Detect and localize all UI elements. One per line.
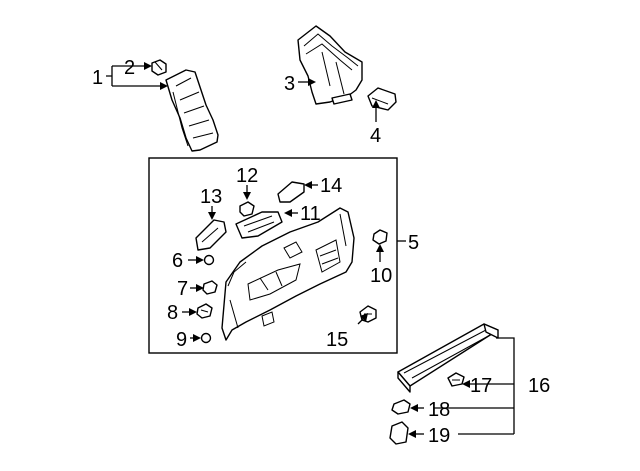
pillar-trim-part[interactable] bbox=[165, 69, 219, 152]
retainer-part-17[interactable] bbox=[447, 372, 465, 387]
clip-part-2[interactable] bbox=[151, 59, 167, 76]
callout-18: 18 bbox=[428, 399, 450, 421]
trim-piece-part-13[interactable] bbox=[195, 219, 227, 251]
callout-19: 19 bbox=[428, 425, 450, 447]
handle-part-11[interactable] bbox=[235, 211, 283, 239]
callout-15: 15 bbox=[326, 329, 348, 351]
callout-1: 1 bbox=[92, 67, 103, 89]
callout-5: 5 bbox=[408, 232, 419, 254]
plug-part-6[interactable] bbox=[203, 254, 215, 266]
bracket-part-4[interactable] bbox=[367, 87, 397, 111]
screw-part-8[interactable] bbox=[196, 303, 213, 319]
callout-9: 9 bbox=[176, 329, 187, 351]
plug-part-9[interactable] bbox=[200, 332, 212, 344]
clip-part-7[interactable] bbox=[202, 280, 218, 295]
leader-lines bbox=[106, 62, 515, 438]
upper-quarter-trim-part[interactable] bbox=[297, 25, 363, 105]
clip-part-10[interactable] bbox=[372, 229, 388, 245]
callout-10: 10 bbox=[370, 265, 392, 287]
clip-part-18[interactable] bbox=[391, 399, 411, 415]
sill-plate-part[interactable] bbox=[397, 323, 499, 393]
callout-16: 16 bbox=[528, 375, 550, 397]
callout-14: 14 bbox=[320, 175, 342, 197]
callout-8: 8 bbox=[167, 302, 178, 324]
callout-17: 17 bbox=[470, 375, 492, 397]
callout-13: 13 bbox=[200, 186, 222, 208]
callout-12: 12 bbox=[236, 165, 258, 187]
quarter-trim-panel-part[interactable] bbox=[221, 207, 355, 341]
callout-6: 6 bbox=[172, 250, 183, 272]
cover-part-14[interactable] bbox=[277, 181, 305, 203]
callout-2: 2 bbox=[124, 57, 135, 79]
quarter-panel-inset-box bbox=[148, 157, 398, 354]
callout-4: 4 bbox=[370, 125, 381, 147]
callout-11: 11 bbox=[300, 203, 321, 225]
callout-7: 7 bbox=[177, 278, 188, 300]
clip-part-12[interactable] bbox=[239, 201, 255, 217]
clip-part-19[interactable] bbox=[389, 421, 409, 445]
callout-3: 3 bbox=[284, 73, 295, 95]
